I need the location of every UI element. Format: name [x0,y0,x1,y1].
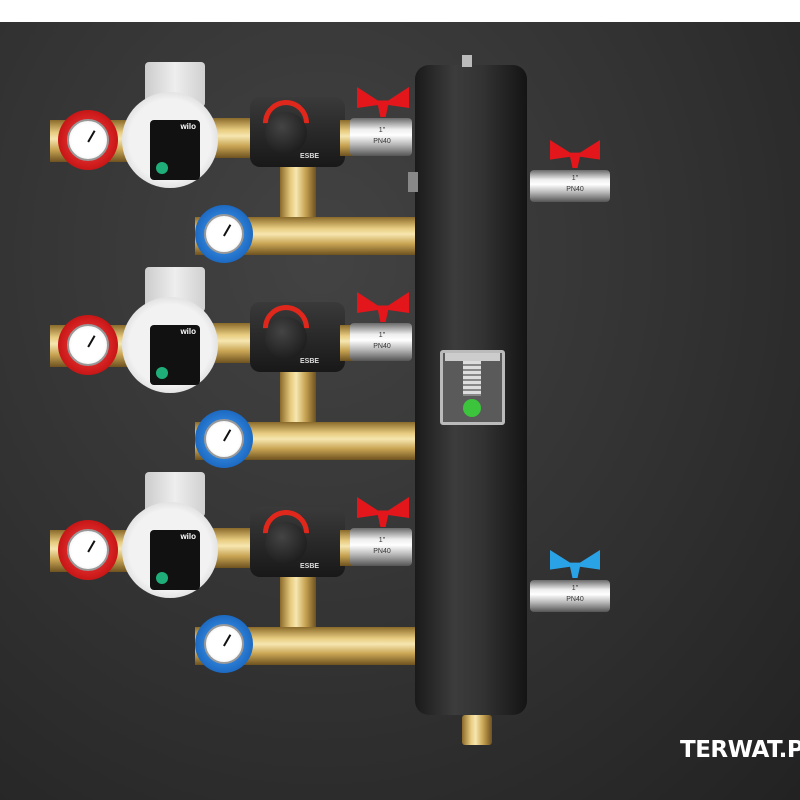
mixing-valve-actuator: ESBE [250,90,345,167]
actuator-knob[interactable] [265,112,307,154]
right-valve-bottom: 1"PN40 [520,550,610,615]
valve-handle-red[interactable] [357,87,409,117]
actuator-knob[interactable] [265,522,307,564]
watermark: TERWAT.PL [680,737,800,763]
valve-label: 1"PN40 [566,585,584,603]
valve-handle-red[interactable] [357,497,409,527]
pump-brand: wilo [180,122,196,131]
actuator-brand: ESBE [300,153,320,160]
thermometer-red [58,315,118,375]
green-indicator [463,399,481,417]
mixing-valve-actuator: ESBE [250,295,345,372]
thermometer-red [58,520,118,580]
product-scene: wilo ESBE 1"PN40 wilo ESBE [0,22,800,800]
thermometer-blue [195,205,253,263]
actuator-knob[interactable] [265,317,307,359]
pump-button[interactable] [156,367,168,379]
pump-module: wilo ESBE 1"PN40 [0,22,420,263]
ball-valve: 1"PN40 [350,323,412,361]
air-vent [462,55,472,67]
threaded-rod [463,361,481,396]
valve-handle-red[interactable] [357,292,409,322]
ball-valve: 1"PN40 [350,118,412,156]
vertical-pipe [280,367,316,429]
ball-valve: 1"PN40 [350,528,412,566]
sensor-port [408,172,418,192]
valve-label: 1"PN40 [566,175,584,193]
pump-button[interactable] [156,572,168,584]
actuator-brand: ESBE [300,358,320,365]
drain-valve [462,715,492,745]
valve-handle-blue[interactable] [550,550,600,578]
thermometer-blue [195,410,253,468]
pump-brand: wilo [180,532,196,541]
mixing-valve-actuator: ESBE [250,500,345,577]
pump-brand: wilo [180,327,196,336]
vertical-pipe [280,162,316,224]
valve-handle-red[interactable] [550,140,600,168]
thermometer-red [58,110,118,170]
level-window [440,350,505,425]
right-valve-top: 1"PN40 [520,140,610,205]
pump-button[interactable] [156,162,168,174]
pump-module: wilo ESBE 1"PN40 [0,432,420,673]
pump-control-panel[interactable]: wilo [150,530,200,590]
actuator-brand: ESBE [300,563,320,570]
thermometer-blue [195,615,253,673]
pump-control-panel[interactable]: wilo [150,325,200,385]
pump-module: wilo ESBE 1"PN40 [0,227,420,468]
pump-control-panel[interactable]: wilo [150,120,200,180]
window-bracket [445,353,500,361]
vertical-pipe [280,572,316,634]
